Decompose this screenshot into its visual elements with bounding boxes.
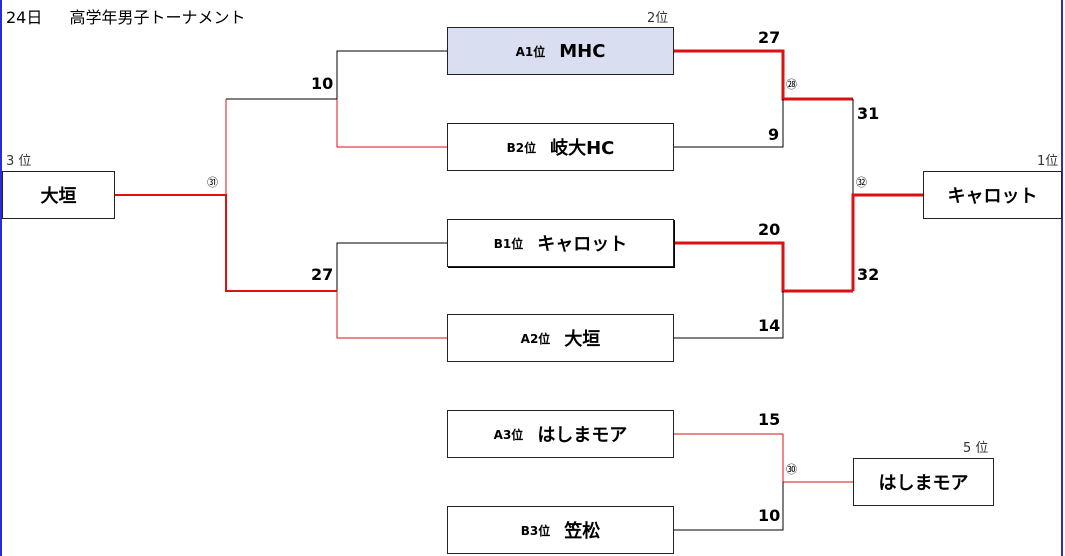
team-box-kasamatsu: B3位 笠松 [447,506,674,554]
team-name: 笠松 [564,521,601,542]
rank-label-5th: 5 位 [963,441,989,456]
bracket-line-third-winner [115,194,337,292]
rank-label-3rd: 3 位 [6,154,32,169]
rank-label-2nd: 2位 [647,11,669,26]
team-seed: A2位 [520,331,551,346]
score-sf1-gidai: 9 [768,125,780,144]
result-box-3rd: 大垣 [2,171,115,219]
page-title: 24日 高学年男子トーナメント [6,4,245,28]
result-team-1st: キャロット [947,186,1038,207]
bracket-line-third-ogaki [336,291,447,339]
bracket-line-mhc-winner [674,49,853,101]
bracket-line-third-gidai [336,99,447,148]
score-final-carrot: 32 [857,265,880,284]
team-box-mhc: A1位 MHC [447,27,674,75]
score-fifth-hashima: 15 [758,410,781,429]
bracket-line-fifth-kasamatsu [674,482,784,531]
score-sf2-carrot: 20 [758,220,781,239]
team-name: キャロット [537,234,628,255]
team-box-hashima: A3位 はしまモア [447,410,674,458]
team-box-gidai: B2位 岐大HC [447,123,674,171]
match-number-third: ㉛ [207,176,218,189]
result-box-1st: キャロット [923,171,1062,219]
team-box-ogaki: A2位 大垣 [447,314,674,362]
team-name: MHC [559,40,606,62]
bracket-line-third-mhc [226,50,447,100]
bracket-line-fifth-hashima [674,433,853,483]
team-name: はしまモア [537,425,628,446]
score-fifth-kasamatsu: 10 [758,506,781,525]
bracket-line-ogaki [674,291,784,339]
team-seed: B2位 [506,140,537,155]
result-box-5th: はしまモア [853,458,994,506]
team-seed: B3位 [520,523,551,538]
team-name: 大垣 [564,329,601,350]
bracket-line-gidai [674,99,784,148]
right-frame-border [1061,0,1063,556]
score-third-ogaki: 27 [311,265,334,284]
score-sf1-mhc: 27 [758,28,781,47]
bracket-line-carrot-winner [674,241,853,293]
team-box-carrot: B1位 キャロット [447,219,674,267]
tournament-title: 高学年男子トーナメント [69,8,246,27]
team-seed: B1位 [493,236,524,251]
match-number-fifth: ㉚ [786,463,797,476]
team-seed: A1位 [515,44,546,59]
date-label: 24日 [6,8,43,27]
team-seed: A3位 [493,427,524,442]
match-number-sf1: ㉘ [786,78,797,91]
team-name: 岐大HC [550,138,615,159]
score-sf2-ogaki: 14 [758,316,781,335]
score-third-mhc: 10 [311,74,334,93]
result-team-5th: はしまモア [878,473,969,494]
result-team-3rd: 大垣 [40,186,77,207]
bracket-line-final-winner [851,193,923,291]
bracket-line-third-carrot [336,242,447,291]
score-final-mhc: 31 [857,104,880,123]
left-frame-border [0,0,2,556]
match-number-final: ㉜ [856,176,867,189]
rank-label-1st: 1位 [1037,154,1059,169]
